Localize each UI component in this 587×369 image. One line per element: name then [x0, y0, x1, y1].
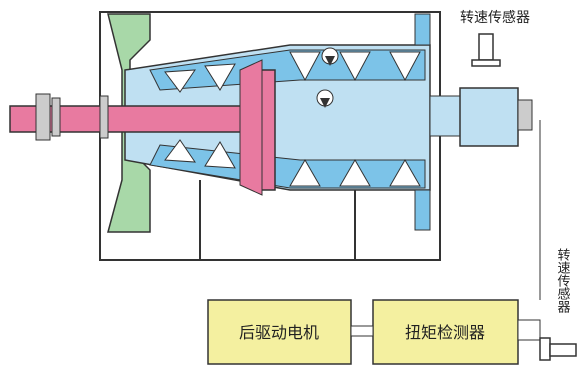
rotation-arrow-lower: [316, 89, 334, 108]
rear-motor-box: [207, 299, 352, 365]
torque-right-shaft: [517, 319, 541, 341]
coupling-shaft: [350, 325, 374, 337]
speed-sensor-top-icon: [471, 33, 501, 67]
rear-motor-label: 后驱动电机: [239, 323, 319, 342]
gearbox: [459, 87, 519, 147]
shaft-bowl-wall: [239, 59, 263, 196]
right-coupling: [517, 99, 533, 131]
speed-sensor-side-icon: [539, 337, 577, 361]
speed-sensor-side-label: 转速传感器: [555, 248, 571, 314]
screw-flights: [164, 51, 421, 187]
torque-detector-label: 扭矩检测器: [405, 323, 485, 342]
right-outlet-top: [414, 13, 431, 46]
torque-detector-box: [372, 299, 519, 365]
speed-sensor-top-label: 转速传感器: [460, 9, 530, 26]
left-shaft-fittings: [35, 93, 109, 141]
right-outlet-bottom: [414, 189, 431, 231]
rotation-arrow-upper: [321, 47, 339, 66]
right-shaft: [429, 95, 461, 137]
